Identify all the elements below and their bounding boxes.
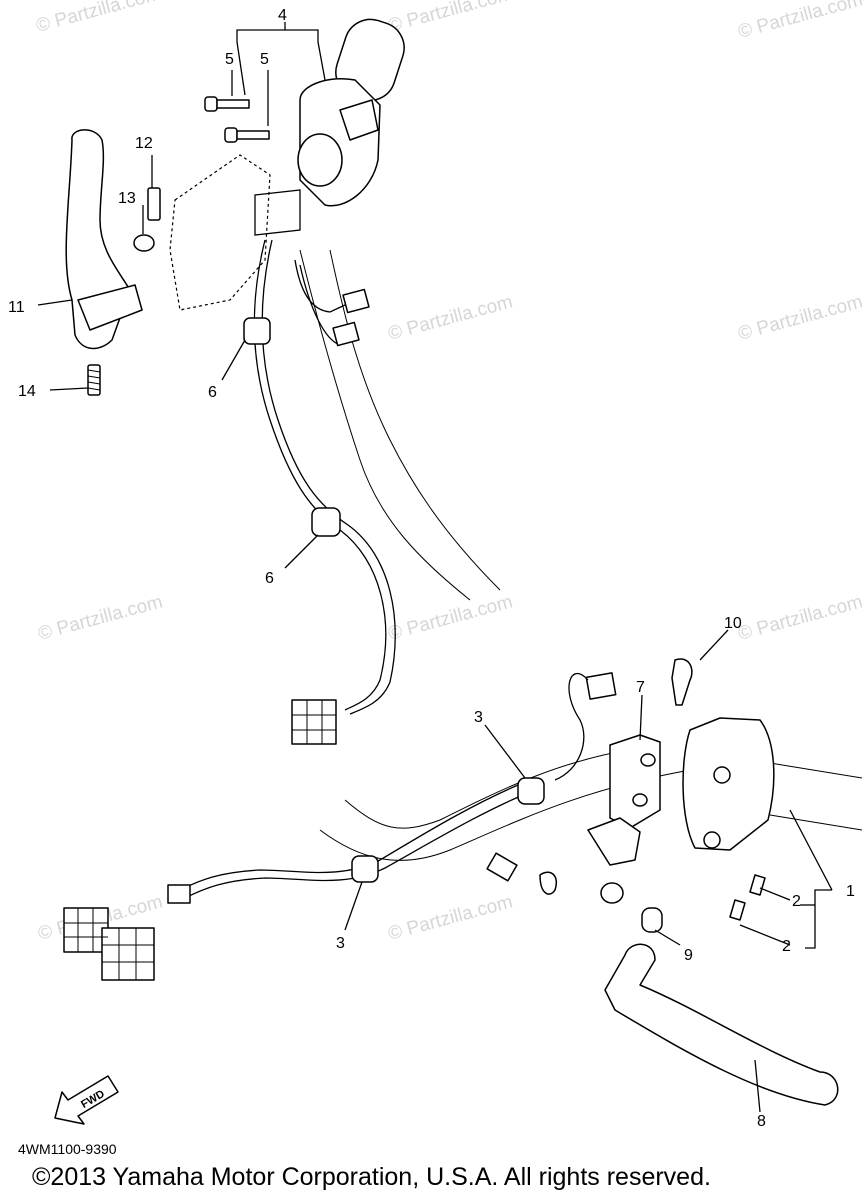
screw-shank [216, 99, 250, 109]
screw-head [204, 96, 218, 112]
callout-9: 9 [684, 947, 693, 964]
callout-5: 5 [260, 51, 269, 68]
watermark: © Partzilla.com [386, 291, 515, 344]
left-wiring-harness [243, 239, 396, 745]
watermark: © Partzilla.com [386, 0, 515, 37]
callout-2: 2 [782, 938, 791, 955]
callout-5: 5 [225, 51, 234, 68]
cable-clamp [243, 317, 271, 345]
copyright-notice: ©2013 Yamaha Motor Corporation, U.S.A. A… [32, 1163, 711, 1191]
callout-10: 10 [724, 615, 742, 632]
fwd-arrow-icon [54, 1075, 119, 1125]
callout-12: 12 [135, 135, 153, 152]
nut [600, 882, 624, 904]
cable-clamp [311, 507, 341, 537]
right-switch-body [682, 717, 775, 851]
bolt-10 [671, 658, 693, 706]
right-harness-coupler [101, 927, 155, 981]
cable-clamp [517, 777, 545, 805]
nut [133, 234, 155, 252]
callout-1: 1 [846, 883, 855, 900]
right-switch-hole [713, 766, 731, 784]
watermark: © Partzilla.com [34, 0, 163, 37]
callout-labels: 4 5 5 12 13 11 14 6 6 10 7 3 3 9 8 1 2 2 [8, 7, 855, 1130]
bolt [147, 187, 161, 221]
screw-2 [729, 899, 746, 921]
left-harness-coupler [291, 699, 337, 745]
brake-lever [604, 943, 839, 1106]
watermark: © Partzilla.com [736, 0, 862, 43]
screw-shank [236, 130, 270, 140]
watermark: © Partzilla.com [386, 891, 515, 944]
callout-6: 6 [208, 384, 217, 401]
screw-head [224, 127, 238, 143]
callout-7: 7 [636, 679, 645, 696]
watermark: © Partzilla.com [736, 591, 862, 644]
callout-6: 6 [265, 570, 274, 587]
left-switch-bore [297, 133, 343, 187]
left-switch-housing [169, 18, 405, 311]
diagram-code: 4WM1100-9390 [18, 1141, 117, 1157]
callout-4: 4 [278, 7, 287, 24]
watermark: © Partzilla.com [736, 291, 862, 344]
watermark: © Partzilla.com [36, 591, 165, 644]
master-cylinder-bracket [609, 734, 661, 829]
lower-bracket [587, 817, 641, 866]
leader-lines [37, 22, 833, 1113]
washer [539, 871, 557, 895]
right-wiring-harness [63, 777, 545, 981]
bracket-hole [632, 793, 648, 807]
callout-2: 2 [792, 893, 801, 910]
right-small-connector [585, 672, 617, 700]
right-switch-hole [703, 831, 721, 849]
left-lever-holder [169, 154, 271, 311]
screw-2 [749, 874, 766, 896]
right-switch-assembly [486, 658, 839, 1106]
callout-8: 8 [757, 1113, 766, 1130]
collar-9 [641, 907, 663, 933]
left-lever-assembly [65, 129, 161, 396]
spring [87, 364, 101, 396]
clutch-lever-pivot [77, 284, 143, 331]
callout-3: 3 [474, 709, 483, 726]
callout-11: 11 [8, 299, 25, 316]
screws-5 [204, 96, 270, 143]
connector-boot [167, 884, 191, 904]
left-small-connector [342, 288, 370, 314]
cable-clamp [351, 855, 379, 883]
wire-grommet [254, 189, 301, 236]
handlebar-outline [299, 249, 862, 861]
bolt [486, 852, 518, 882]
fwd-arrow: FWD [54, 1075, 119, 1125]
callout-14: 14 [18, 383, 36, 400]
left-switch-button [339, 99, 379, 141]
callout-13: 13 [118, 190, 136, 207]
watermark: © Partzilla.com [386, 591, 515, 644]
left-small-connector [332, 321, 360, 347]
callout-3: 3 [336, 935, 345, 952]
bracket-hole [640, 753, 656, 767]
